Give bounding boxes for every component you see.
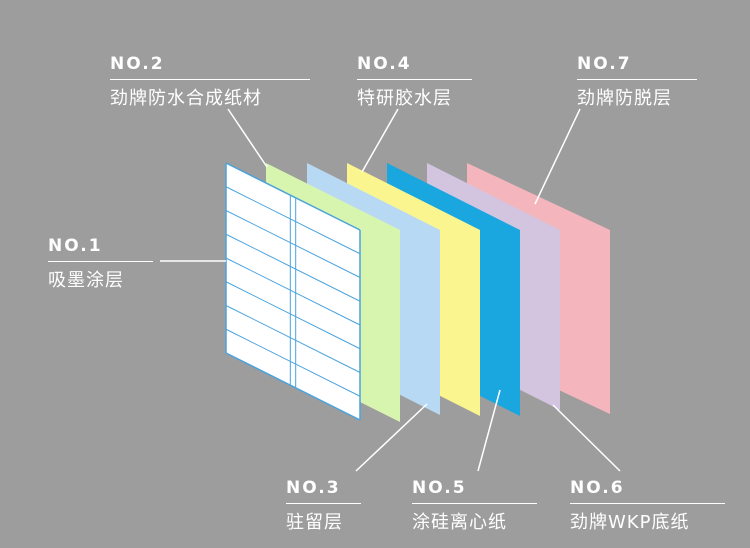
layer-name: 涂硅离心纸	[412, 512, 507, 533]
grid-line	[225, 186, 361, 255]
layer-name: 劲牌防脱层	[577, 88, 672, 109]
grid-line	[225, 233, 361, 302]
label-no4: NO.4 特研胶水层	[357, 54, 472, 112]
leader-no4	[361, 108, 399, 173]
label-no2: NO.2 劲牌防水合成纸材	[110, 54, 310, 112]
leader-no3	[355, 403, 428, 472]
leader-no2	[227, 108, 268, 168]
layer-number: NO.1	[48, 236, 103, 256]
layer-name: 特研胶水层	[357, 88, 452, 109]
layer-name: 吸墨涂层	[48, 270, 124, 291]
label-no5: NO.5 涂硅离心纸	[412, 478, 537, 536]
grid-line	[225, 281, 361, 350]
label-rule	[48, 261, 153, 262]
label-rule	[110, 79, 310, 80]
grid-line	[225, 162, 361, 231]
label-rule	[412, 503, 537, 504]
label-no3: NO.3 驻留层	[286, 478, 361, 536]
leader-no6	[552, 404, 621, 472]
label-rule	[577, 79, 697, 80]
leader-no5	[477, 389, 501, 472]
grid-line	[225, 305, 361, 373]
layer-number: NO.4	[357, 54, 412, 74]
layer-name: 劲牌WKP底纸	[570, 512, 690, 533]
grid-line	[225, 352, 361, 421]
label-no6: NO.6 劲牌WKP底纸	[570, 478, 725, 536]
label-rule	[357, 79, 472, 80]
label-grid	[225, 162, 361, 421]
leader-no7	[534, 108, 581, 205]
label-rule	[286, 503, 361, 504]
layer-number: NO.5	[412, 478, 467, 498]
layer-name: 驻留层	[286, 512, 343, 533]
layer-number: NO.6	[570, 478, 625, 498]
grid-line	[225, 328, 361, 397]
layer-number: NO.3	[286, 478, 341, 498]
layer-number: NO.2	[110, 54, 165, 74]
label-rule	[570, 503, 725, 504]
label-no7: NO.7 劲牌防脱层	[577, 54, 697, 112]
label-no1: NO.1 吸墨涂层	[48, 236, 153, 294]
layer-name: 劲牌防水合成纸材	[110, 88, 262, 109]
layer-number: NO.7	[577, 54, 632, 74]
grid-line	[225, 210, 361, 278]
grid-line	[225, 257, 361, 326]
